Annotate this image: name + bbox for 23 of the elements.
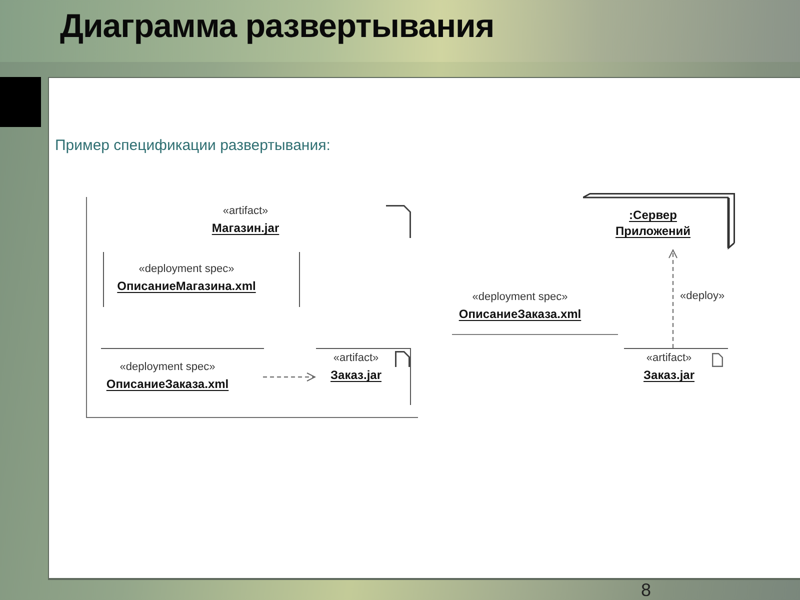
- stereotype-label: «deployment spec»: [472, 290, 568, 304]
- edge-label: «deploy»: [679, 289, 726, 303]
- spec-file-name: ОписаниеМагазина.xml: [117, 278, 256, 294]
- node-name: :Сервер Приложений: [614, 207, 692, 239]
- spec-file-name: ОписаниеЗаказа.xml: [106, 376, 229, 392]
- page-number: 8: [641, 581, 652, 599]
- dependency-arrow: [263, 372, 316, 382]
- node-box: [583, 193, 735, 250]
- slide-title: Диаграмма развертывания: [60, 8, 494, 44]
- artifact-name: Магазин.jar: [212, 220, 280, 236]
- dependency-arrow: [668, 250, 678, 348]
- deployment-spec-box: [103, 252, 300, 307]
- artifact-box: [316, 348, 411, 405]
- artifact-name: Заказ.jar: [644, 367, 694, 383]
- stereotype-label: «deployment spec»: [138, 262, 234, 276]
- subtitle: Пример спецификации развертывания:: [55, 137, 330, 155]
- artifact-name: Заказ.jar: [330, 367, 382, 383]
- stereotype-label: «artifact»: [222, 204, 268, 218]
- stereotype-label: «artifact»: [646, 351, 692, 365]
- stereotype-label: «artifact»: [333, 351, 379, 365]
- stereotype-label: «deployment spec»: [120, 360, 216, 374]
- artifact-box: [86, 197, 418, 418]
- spec-file-name: ОписаниеЗаказа.xml: [458, 306, 582, 322]
